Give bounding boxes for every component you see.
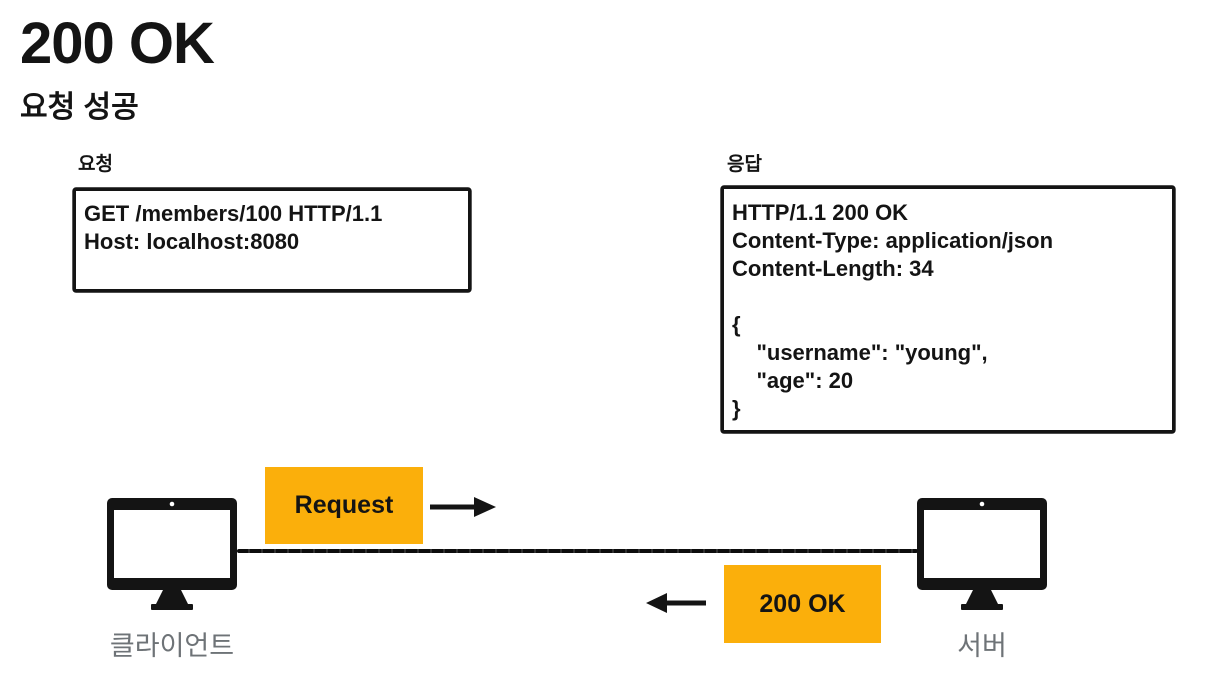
client-label: 클라이언트 bbox=[109, 631, 235, 661]
response-line: Content-Type: application/json bbox=[732, 228, 1054, 253]
response-panel: HTTP/1.1 200 OK Content-Type: applicatio… bbox=[721, 186, 1175, 433]
response-arrow-icon bbox=[646, 593, 706, 613]
response-badge: 200 OK bbox=[724, 565, 881, 643]
response-line: Content-Length: 34 bbox=[732, 256, 934, 281]
request-panel-label: 요청 bbox=[78, 154, 113, 175]
response-panel-label: 응답 bbox=[727, 154, 762, 175]
request-badge: Request bbox=[265, 467, 423, 544]
response-line bbox=[732, 283, 1164, 311]
request-panel: GET /members/100 HTTP/1.1 Host: localhos… bbox=[73, 188, 471, 292]
response-line: "age": 20 bbox=[732, 368, 854, 393]
response-line: { bbox=[732, 312, 741, 337]
client-monitor-icon bbox=[107, 498, 237, 610]
request-line: Host: localhost:8080 bbox=[84, 229, 300, 254]
response-line: "username": "young", bbox=[732, 340, 988, 365]
page-title: 200 OK bbox=[20, 11, 215, 76]
server-label: 서버 bbox=[957, 631, 1007, 661]
request-line: GET /members/100 HTTP/1.1 bbox=[84, 201, 383, 226]
page-subtitle: 요청 성공 bbox=[20, 91, 139, 124]
server-monitor-icon bbox=[917, 498, 1047, 610]
connection-line bbox=[237, 549, 918, 553]
response-line: } bbox=[732, 396, 741, 421]
request-arrow-icon bbox=[430, 497, 496, 517]
response-line: HTTP/1.1 200 OK bbox=[732, 200, 909, 225]
